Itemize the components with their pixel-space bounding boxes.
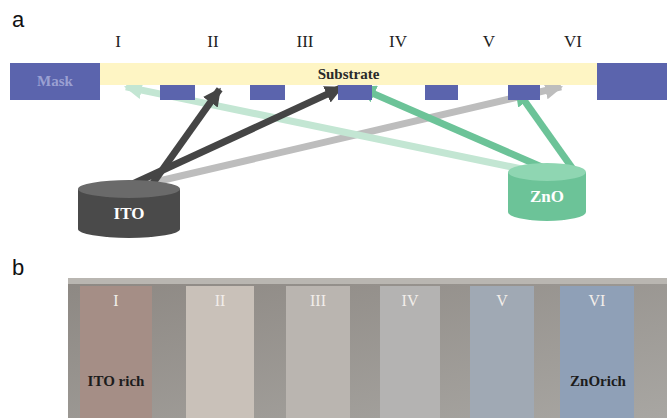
strip-numeral: III: [310, 292, 326, 310]
zno-target: ZnO: [508, 163, 586, 221]
composition-note: ITO rich: [88, 373, 145, 390]
mask-bar: [160, 85, 195, 100]
sample-strip: [560, 286, 634, 418]
strip-numeral: II: [215, 292, 226, 310]
cylinder-top: [78, 180, 180, 198]
node-label: ZnO: [530, 177, 564, 207]
sample-strip: [470, 286, 534, 418]
region-numeral: III: [297, 32, 314, 52]
node-label: Mask: [37, 73, 73, 90]
region-numeral: V: [483, 32, 495, 52]
sample-photo: [68, 278, 667, 418]
mask-block: Mask: [10, 63, 100, 100]
composition-note: ZnOrich: [570, 373, 626, 390]
mask-bar: [338, 85, 372, 100]
region-numeral: I: [115, 32, 121, 52]
panel-letter: b: [12, 255, 24, 281]
photo-edge: [68, 278, 667, 284]
mask-bar: [250, 85, 285, 100]
mask-bar: [508, 85, 540, 100]
strip-numeral: VI: [589, 292, 606, 310]
sample-strip: [80, 286, 152, 418]
sample-strip: [186, 286, 254, 418]
region-numeral: II: [207, 32, 218, 52]
deposition-arrow: [124, 88, 341, 188]
panel-letter: a: [12, 7, 24, 33]
deposition-arrow: [516, 89, 574, 171]
strip-numeral: I: [113, 292, 118, 310]
region-numeral: VI: [564, 32, 582, 52]
cylinder-top: [508, 163, 586, 181]
sample-strip: [286, 286, 350, 418]
strip-numeral: IV: [402, 292, 419, 310]
strip-numeral: V: [496, 292, 508, 310]
ito-target: ITO: [78, 180, 180, 238]
region-numeral: IV: [389, 32, 407, 52]
sample-strip: [380, 286, 440, 418]
node-label: ITO: [114, 194, 145, 224]
mask-bar: [425, 85, 458, 100]
substrate-box: Substrate: [100, 63, 597, 85]
mask-block: [597, 63, 667, 100]
node-label: Substrate: [318, 66, 380, 83]
